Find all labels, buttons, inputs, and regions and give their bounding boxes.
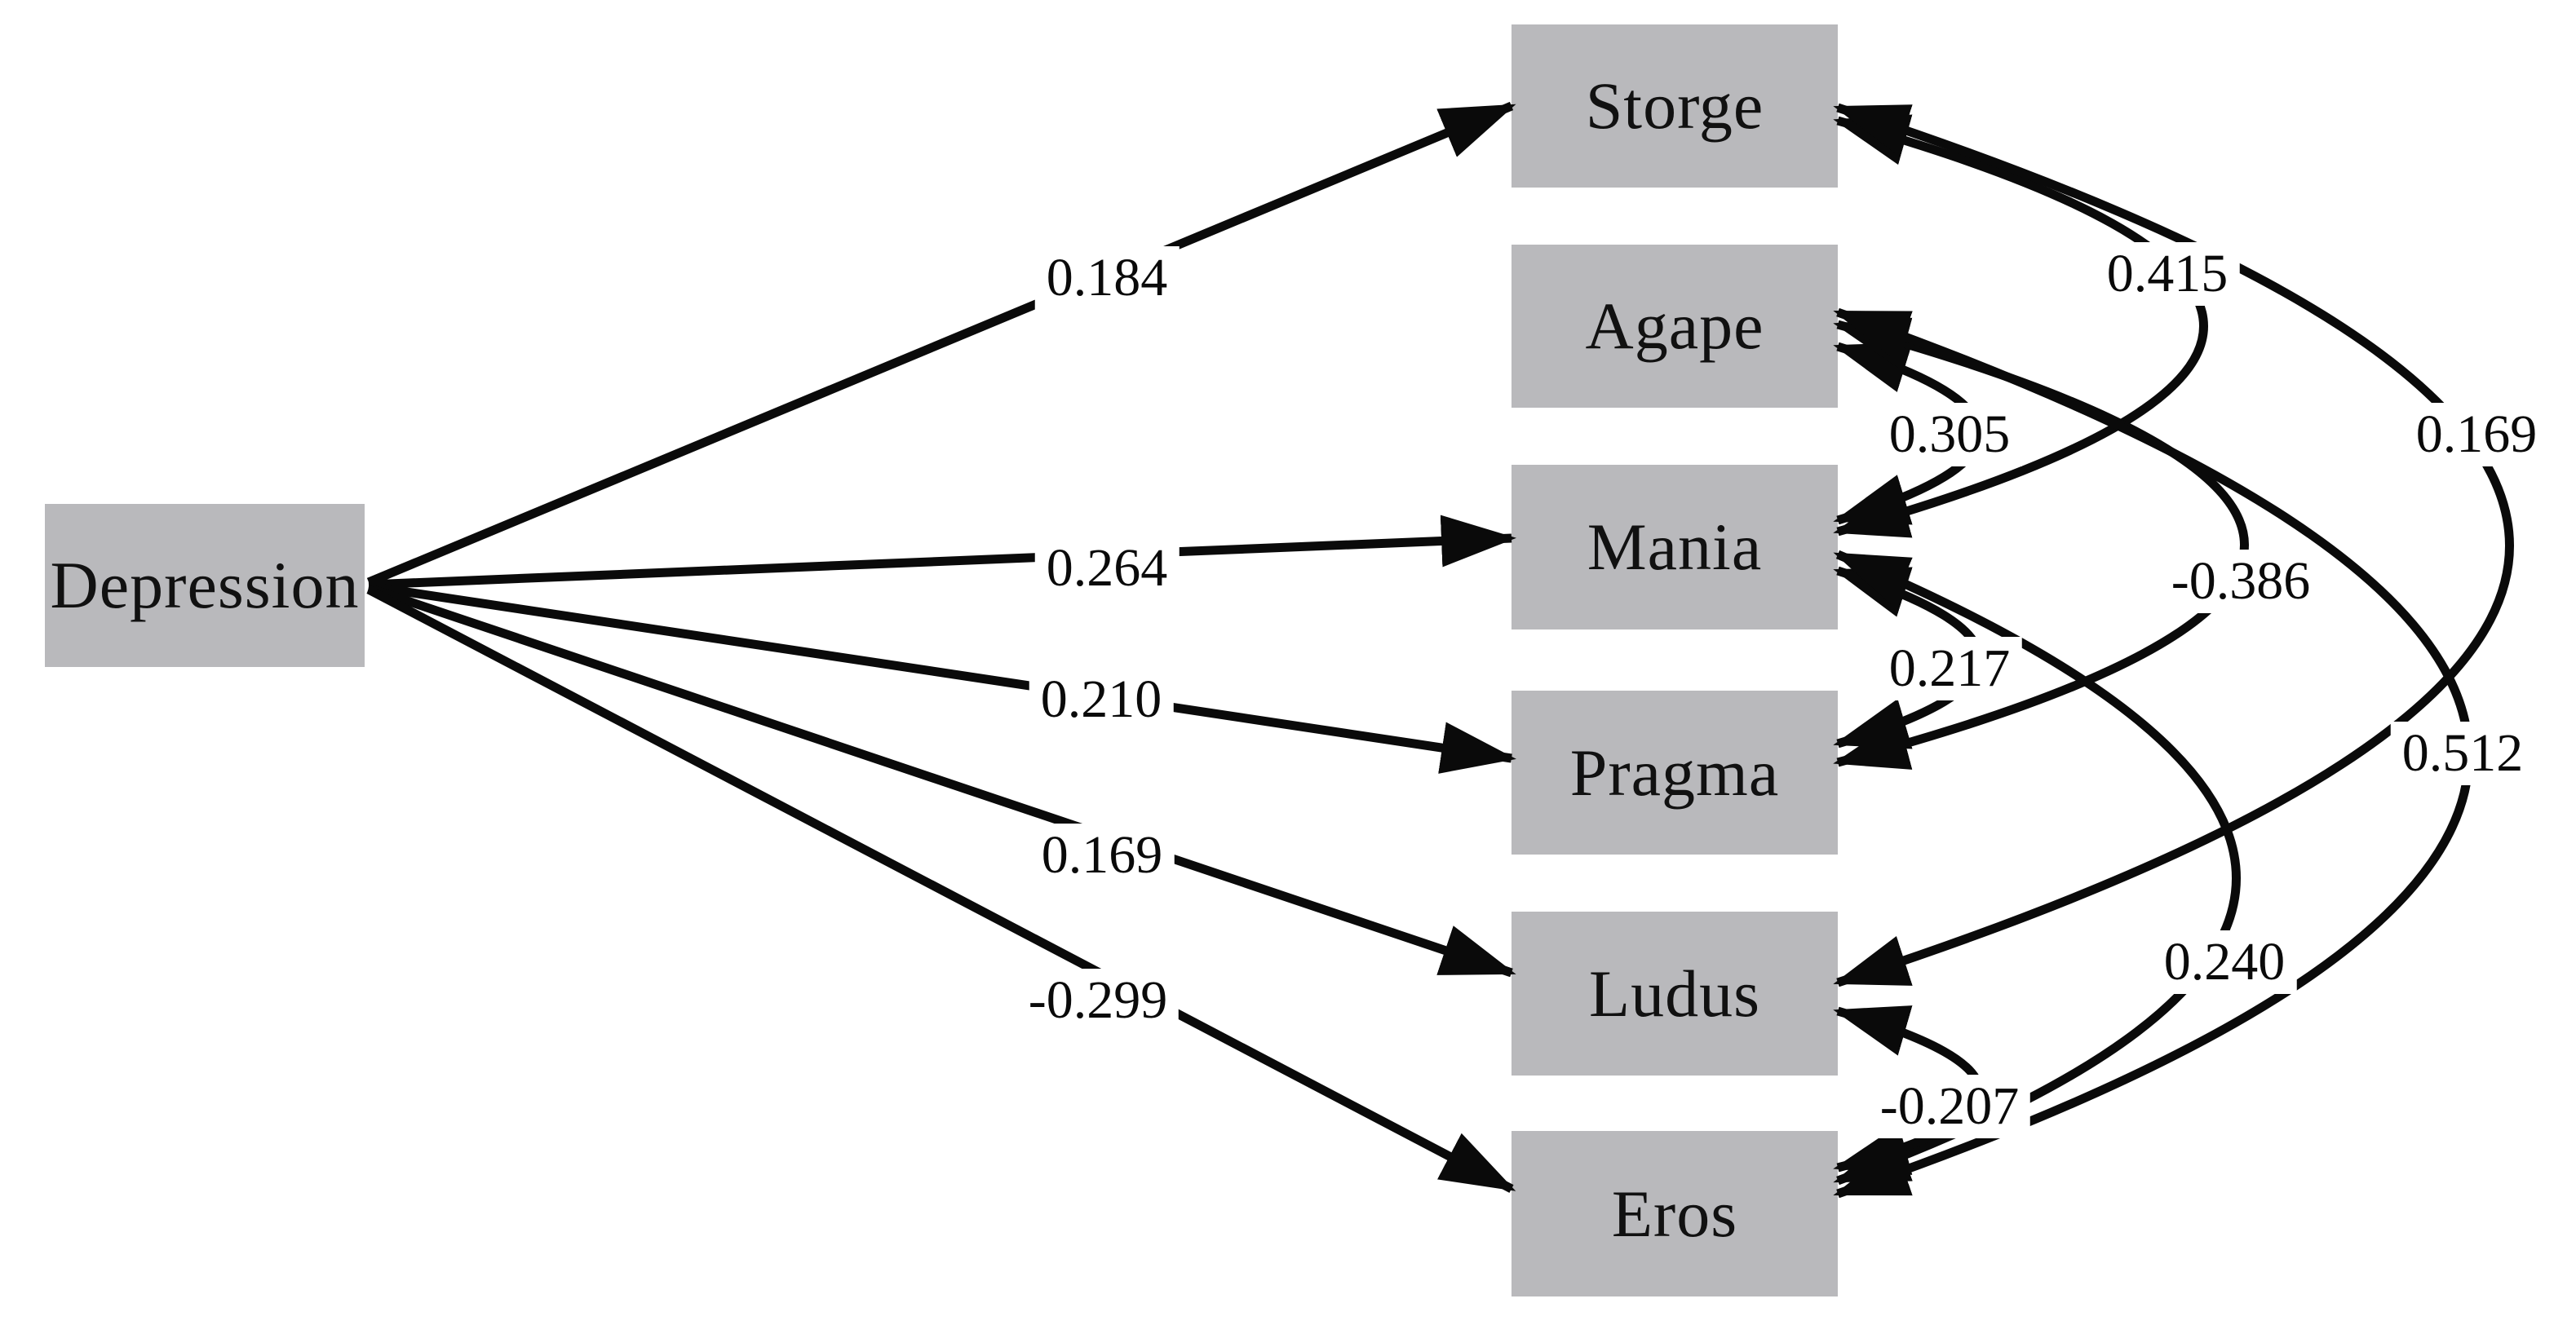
coef-depression-pragma: 0.210 xyxy=(1029,668,1174,731)
node-depression: Depression xyxy=(45,504,365,667)
coef-agape-mania: 0.305 xyxy=(1877,403,2022,466)
coef-storge-ludus: 0.169 xyxy=(2404,403,2549,466)
coef-depression-storge: 0.184 xyxy=(1034,246,1180,310)
coef-ludus-eros: -0.207 xyxy=(1868,1075,2031,1138)
node-eros: Eros xyxy=(1512,1131,1838,1296)
node-agape: Agape xyxy=(1512,245,1838,408)
cov-storge-mania xyxy=(1833,114,2208,538)
cov-storge-ludus xyxy=(1833,103,2514,987)
path-depression-eros xyxy=(366,585,1516,1193)
path-depression-ludus xyxy=(367,583,1516,978)
path-depression-pragma xyxy=(368,581,1516,774)
coef-depression-eros: -0.299 xyxy=(1016,969,1180,1032)
coef-storge-mania: 0.415 xyxy=(2095,242,2240,306)
coef-agape-pragma: -0.386 xyxy=(2159,550,2322,613)
node-mania: Mania xyxy=(1512,465,1838,629)
path-depression-mania xyxy=(368,515,1516,590)
coef-mania-eros: 0.240 xyxy=(2152,930,2297,994)
node-pragma: Pragma xyxy=(1512,691,1838,855)
coef-depression-ludus: 0.169 xyxy=(1029,824,1175,887)
coef-agape-eros: 0.512 xyxy=(2390,722,2535,785)
node-ludus: Ludus xyxy=(1512,912,1838,1076)
node-storge: Storge xyxy=(1512,24,1838,188)
cov-mania-eros xyxy=(1833,550,2241,1186)
path-depression-storge xyxy=(366,101,1516,587)
coef-mania-pragma: 0.217 xyxy=(1877,637,2022,700)
coef-depression-mania: 0.264 xyxy=(1034,537,1180,600)
